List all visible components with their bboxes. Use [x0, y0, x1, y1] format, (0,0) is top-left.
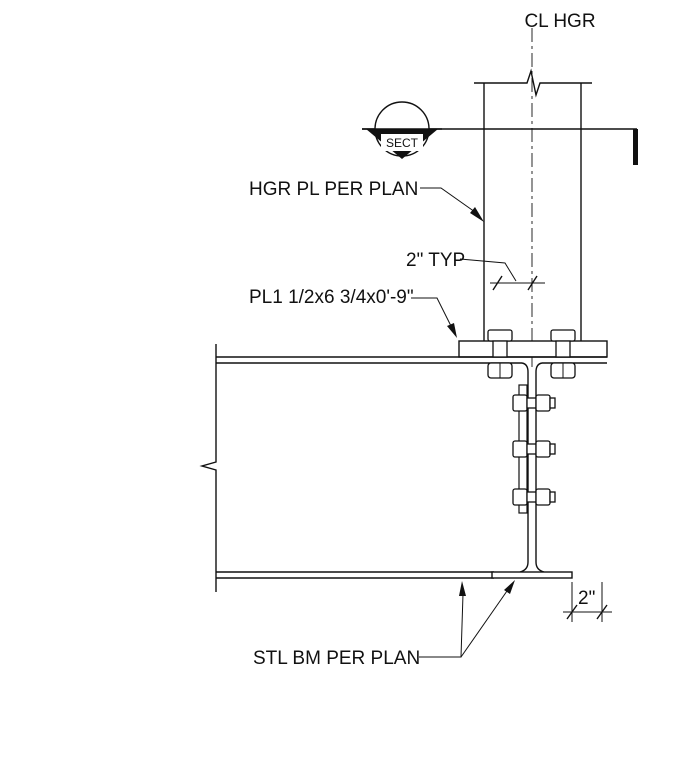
- typical-dimension: [459, 258, 545, 291]
- web-bolt-3: [512, 488, 556, 506]
- typical-dimension-label: 2" TYP: [406, 250, 465, 271]
- beam-section: [491, 356, 607, 579]
- centerline-label: CL HGR: [524, 11, 595, 32]
- web-bolt-2: [512, 440, 556, 458]
- steel-beam: [199, 344, 494, 592]
- top-plate: [458, 340, 608, 358]
- plate-size-label: PL1 1/2x6 3/4x0'-9": [249, 287, 414, 308]
- hanger-plate-leader: [420, 187, 484, 222]
- web-bolt-1: [512, 394, 556, 412]
- steel-beam-leaders: [419, 580, 515, 658]
- edge-dimension-label: 2": [578, 588, 595, 609]
- section-cut-end-tick: [633, 129, 638, 165]
- flange-bolt-right: [550, 329, 576, 379]
- hanger-plate: [474, 68, 592, 341]
- steel-beam-label: STL BM PER PLAN: [253, 648, 420, 669]
- edge-dimension: [563, 582, 612, 622]
- section-marker: [362, 101, 638, 165]
- flange-bolt-left: [487, 329, 513, 379]
- plate-leader: [411, 297, 457, 338]
- section-marker-label: SECT: [386, 136, 419, 150]
- hanger-plate-label: HGR PL PER PLAN: [249, 179, 418, 200]
